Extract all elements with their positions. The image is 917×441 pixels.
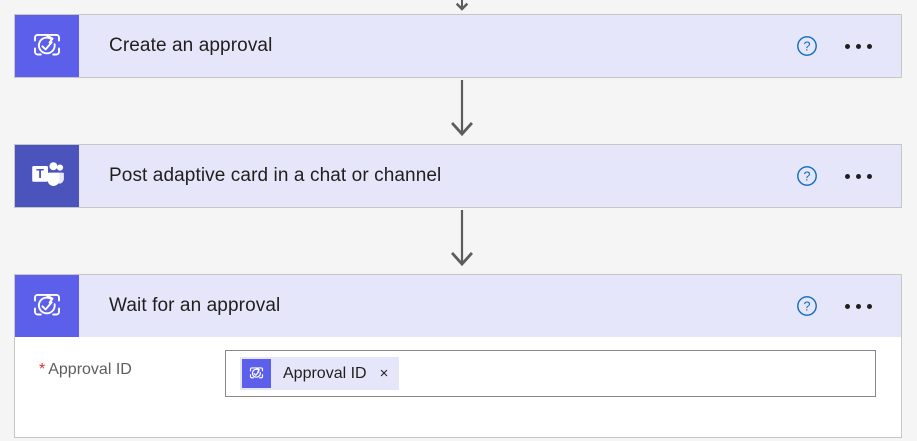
teams-icon: T	[15, 145, 79, 207]
ellipsis-dot	[844, 173, 850, 179]
parameter-label-text: Approval ID	[48, 361, 132, 378]
card-header[interactable]: Wait for an approval ?	[15, 275, 901, 337]
parameter-label: * Approval ID	[15, 350, 225, 379]
card-header-actions: ?	[785, 275, 901, 337]
parameter-row-approval-id: * Approval ID	[15, 337, 901, 397]
svg-text:?: ?	[804, 40, 811, 54]
connector-step2-step3	[449, 210, 475, 272]
connector-step1-step2	[449, 80, 475, 142]
card-overflow-menu-button[interactable]	[829, 284, 887, 328]
card-overflow-menu-button[interactable]	[829, 154, 887, 198]
card-header[interactable]: T Post adaptive card in a chat or channe…	[15, 145, 901, 207]
close-icon[interactable]: ×	[379, 365, 389, 382]
help-icon[interactable]: ?	[785, 154, 829, 198]
approval-icon	[15, 275, 79, 337]
ellipsis-dot	[866, 303, 872, 309]
ellipsis-dot	[855, 303, 861, 309]
action-card-post-adaptive-card[interactable]: T Post adaptive card in a chat or channe…	[14, 144, 902, 208]
card-title: Create an approval	[109, 35, 273, 56]
help-icon[interactable]: ?	[785, 24, 829, 68]
svg-text:T: T	[36, 167, 44, 181]
action-card-wait-for-an-approval[interactable]: Wait for an approval ? *	[14, 274, 902, 438]
connector-top-stub	[449, 0, 475, 11]
card-overflow-menu-button[interactable]	[829, 24, 887, 68]
card-body: * Approval ID	[15, 337, 901, 437]
help-icon[interactable]: ?	[785, 284, 829, 328]
ellipsis-dot	[866, 43, 872, 49]
ellipsis-dot	[855, 173, 861, 179]
ellipsis-dot	[855, 43, 861, 49]
approval-icon	[242, 359, 271, 388]
required-asterisk: *	[39, 361, 46, 378]
card-header[interactable]: Create an approval ?	[15, 15, 901, 77]
card-header-actions: ?	[785, 15, 901, 77]
ellipsis-dot	[866, 173, 872, 179]
card-header-actions: ?	[785, 145, 901, 207]
ellipsis-dot	[844, 303, 850, 309]
dynamic-content-token[interactable]: Approval ID ×	[240, 357, 400, 390]
ellipsis-dot	[844, 43, 850, 49]
approval-id-input[interactable]: Approval ID ×	[225, 350, 876, 397]
card-title: Post adaptive card in a chat or channel	[109, 165, 442, 186]
token-label: Approval ID	[283, 364, 367, 382]
approval-icon	[15, 15, 79, 77]
action-card-create-an-approval[interactable]: Create an approval ?	[14, 14, 902, 78]
svg-text:?: ?	[804, 170, 811, 184]
card-title: Wait for an approval	[109, 295, 281, 316]
svg-text:?: ?	[804, 300, 811, 314]
